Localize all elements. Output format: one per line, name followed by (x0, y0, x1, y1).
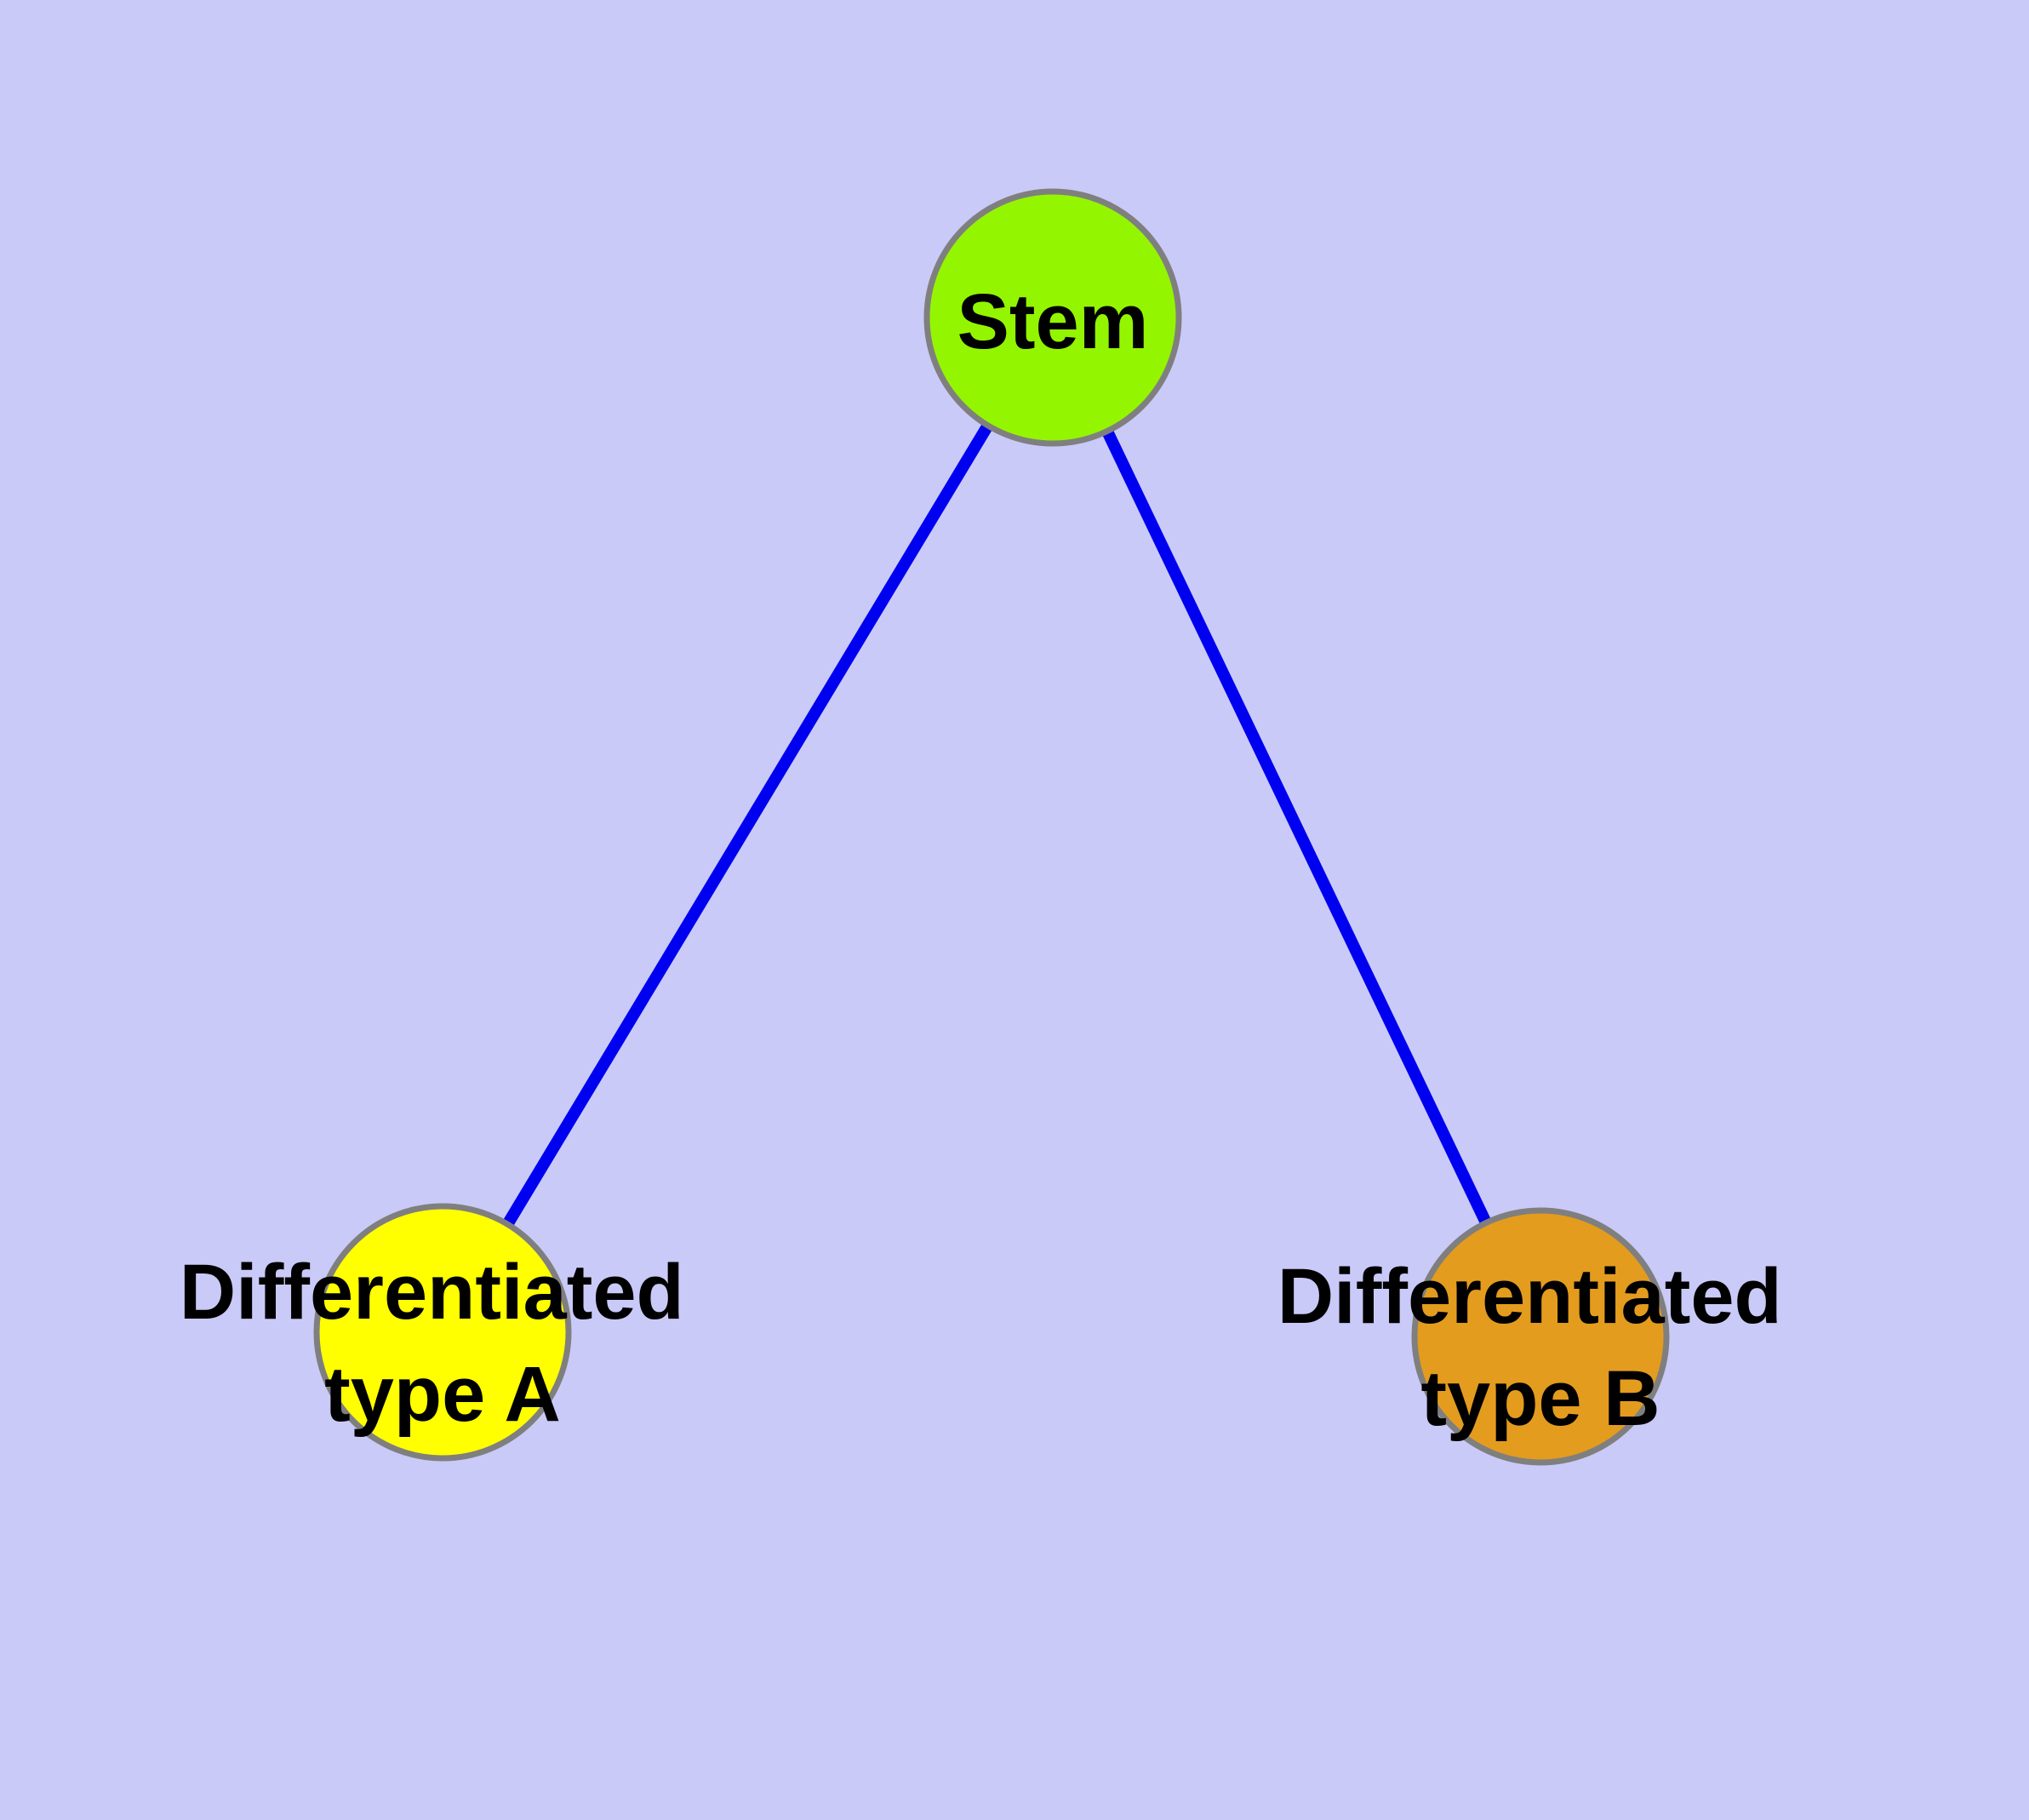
node-differentiated-type-a-label-line2: type A (324, 1351, 561, 1438)
node-differentiated-type-a-label: Differentiated type A (180, 1249, 706, 1438)
node-stem-label-text: Stem (957, 278, 1149, 365)
node-differentiated-type-a-label-line1: Differentiated (180, 1249, 684, 1336)
node-differentiated-type-b-label-line2: type B (1420, 1355, 1660, 1442)
edge-stem-to-type-a (437, 314, 1058, 1336)
edge-stem-to-type-b (1047, 314, 1546, 1340)
node-differentiated-type-b-circle (1411, 1207, 1670, 1466)
node-differentiated-type-b-label-line1: Differentiated (1277, 1253, 1782, 1340)
node-stem-circle (923, 188, 1182, 447)
node-differentiated-type-a-circle (313, 1203, 572, 1462)
node-stem-label: Stem (957, 278, 1149, 365)
node-differentiated-type-b-label: Differentiated type B (1277, 1253, 1804, 1442)
